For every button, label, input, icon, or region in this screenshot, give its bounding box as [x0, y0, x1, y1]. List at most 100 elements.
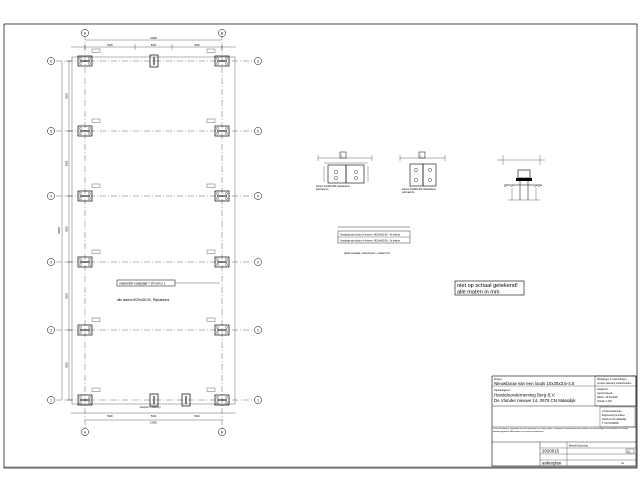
company-line-3: Postbus 123, Maasdijk [602, 418, 627, 421]
callout-tag [206, 249, 216, 254]
anchor-bolt [216, 57, 219, 60]
anchor-bolt [225, 326, 228, 329]
client-address: De Vlonder nieuwe 14, 2678 CN Maasdijk [494, 398, 576, 403]
baseplate [214, 324, 230, 336]
project-name: Nieuwbouw van een loods 10x25x3.5-4.5 [494, 381, 575, 386]
status: Bestek/Uitvoering [569, 445, 588, 448]
sheet-size: A1 [621, 462, 625, 465]
baseplate [77, 394, 93, 406]
grid-label-4: 4 [257, 194, 259, 198]
dim-top-overall: 15000 [150, 37, 157, 40]
anchor-bolt [79, 132, 82, 135]
anchor-bolt [225, 401, 228, 404]
gable-baseplate [181, 393, 191, 407]
scale-annotation: niet op schaal getekend! alle maten in m… [454, 280, 525, 296]
dim-bay: 6000 [66, 160, 69, 166]
callout-tag [91, 387, 101, 392]
legend-footer: detail voetplaat / ankerbouten - schaal … [344, 252, 390, 255]
baseplate-legend: Voetplaat aan kolom te leveren: M20x400-… [337, 226, 411, 255]
baseplate [77, 55, 93, 67]
grid-label-5: 5 [50, 129, 52, 133]
disclaimer-text: Deze tekening is eigendom van de ontwerp… [493, 428, 629, 433]
anchor-bolt [216, 396, 219, 399]
dim-top: 5000 [151, 44, 157, 47]
anchor-bolt [216, 331, 219, 334]
grid-bubble [254, 127, 262, 135]
grid-bubble [47, 57, 55, 65]
grid-label-A: A [84, 430, 87, 434]
anchor-bolt [225, 331, 228, 334]
anchor-bolt [225, 57, 228, 60]
anchor-bolt [216, 192, 219, 195]
grid-label-B: B [221, 430, 223, 434]
anchor-bolt [225, 192, 228, 195]
callout-tag [91, 317, 101, 322]
callout-tag [91, 118, 101, 123]
anchor-bolt [79, 263, 82, 266]
anchor-bolt [225, 127, 228, 130]
anchor-bolt [88, 62, 91, 65]
drawing-type: ankerplan [542, 461, 562, 466]
callout-tag [206, 48, 216, 53]
title-block: Wijzigingen en aanvullingen op deze teke… [491, 375, 637, 467]
anchor-bolt [79, 401, 82, 404]
grid-label-4: 4 [50, 194, 52, 198]
side-line-6: Schaal: 1:100 [597, 400, 612, 403]
anchor-bolt [79, 62, 82, 65]
grid-label-A: A [84, 31, 87, 35]
anchor-bolt [88, 127, 91, 130]
dim-bay: 6000 [66, 362, 69, 368]
side-line-1: Wijzigingen en aanvullingen [597, 378, 627, 381]
baseplate [214, 125, 230, 137]
annotation-line-2: alle maten in mm [457, 290, 500, 296]
client-label: Opdrachtgever: [494, 389, 511, 392]
grid-label-2: 2 [257, 328, 259, 332]
baseplate [77, 190, 93, 202]
bottom-grid-label: vloerpeil / fundering [140, 406, 162, 409]
grid-bubble [254, 326, 262, 334]
svg-text:1: 1 [420, 155, 422, 158]
revision: 03 [627, 450, 630, 453]
grid-label-3: 3 [257, 260, 259, 264]
side-line-3: Getekend: ... [597, 388, 611, 391]
grid-bubble [254, 57, 262, 65]
dim-left-overall: 30000 [58, 227, 61, 234]
callout-tag [206, 183, 216, 188]
grid-label-1: 1 [50, 398, 52, 402]
anchor-note: alle ankers M20x400-50, Rijskankers [117, 298, 170, 302]
project-label: Project: [494, 378, 502, 381]
gable-baseplate [149, 54, 159, 68]
grout-note: onderstort voetplaat = 20 mm c.t. [119, 282, 166, 286]
dim-bottom: 5000 [194, 415, 200, 418]
grid-label-1: 1 [257, 398, 259, 402]
baseplate [77, 125, 93, 137]
dim-bottom: 5000 [107, 415, 113, 418]
baseplate [214, 394, 230, 406]
side-line-4: Gecontroleerd: ... [597, 392, 616, 395]
grid-bubble [47, 192, 55, 200]
grid-label-2: 2 [50, 328, 52, 332]
dim-bay: 6000 [66, 93, 69, 99]
anchor-bolt [225, 62, 228, 65]
callout-tag [91, 48, 101, 53]
grid-bubble [47, 326, 55, 334]
anchor-bolt [225, 396, 228, 399]
anchor-bolt [88, 396, 91, 399]
baseplate [77, 256, 93, 268]
detail-anchor-section [497, 155, 545, 201]
svg-text:1: 1 [341, 155, 343, 158]
callout-tag [91, 249, 101, 254]
dim-bottom: 5000 [151, 415, 157, 418]
anchor-bolt [216, 263, 219, 266]
company-line-2: Engineering & Advies [602, 414, 626, 417]
baseplate [214, 190, 230, 202]
dim-top: 5000 [194, 44, 200, 47]
grid-label-6: 6 [257, 59, 259, 63]
baseplate [214, 256, 230, 268]
anchor-bolt [88, 197, 91, 200]
company-line-4: T: 0174-000000 [602, 422, 619, 425]
